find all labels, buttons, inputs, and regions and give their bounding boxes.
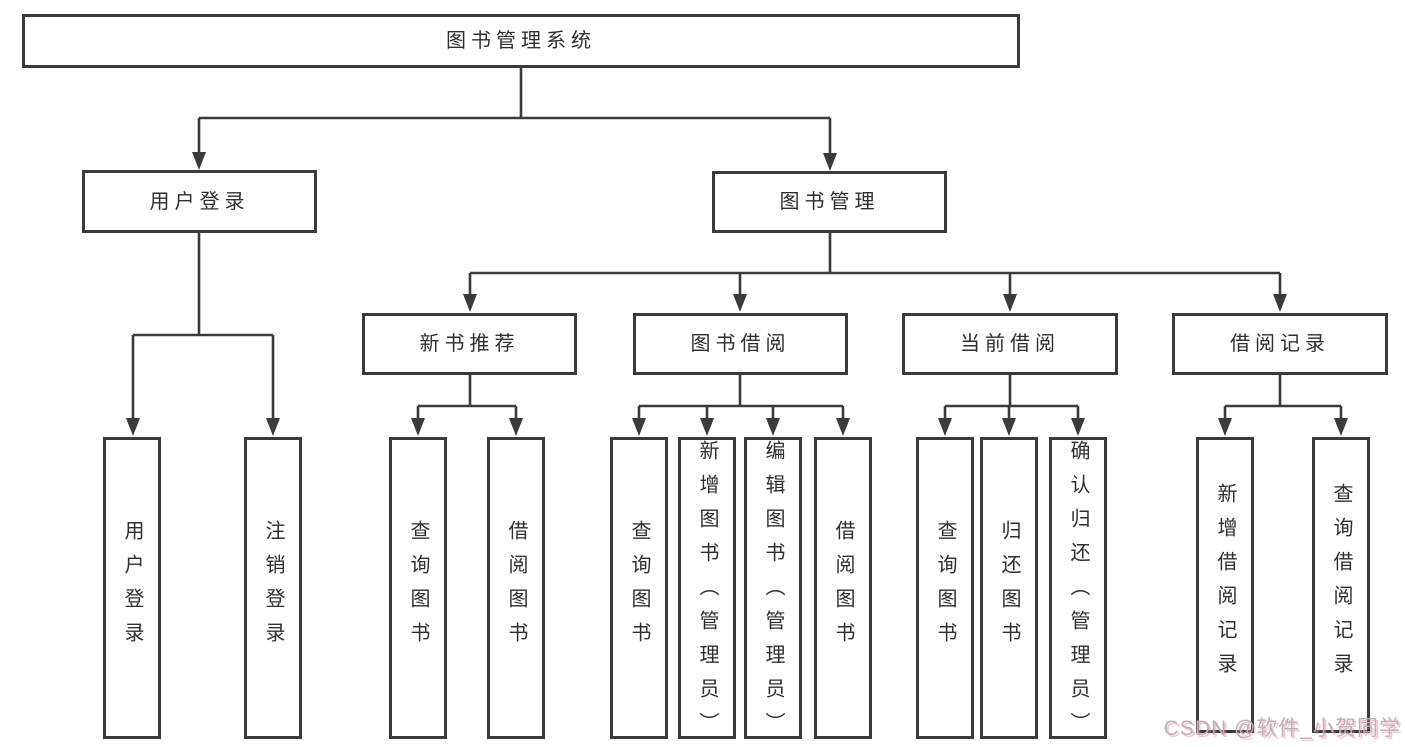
connector-book-mgmt-to-level3 [463,231,1287,312]
leaf-confirm-return-admin: 确认归还（管理员） [1049,437,1107,746]
arrowhead [766,418,780,436]
arrowhead [1334,418,1348,436]
node-root: 图书管理系统 [22,14,1020,68]
arrowhead [1003,294,1017,312]
leaf-label: 查询图书 [934,520,956,656]
node-book-borrow-label: 图书借阅 [690,333,791,355]
arrowhead [1071,418,1085,436]
leaf-label: 用户登录 [121,520,143,656]
leaf-add-borrow-record: 新增借阅记录 [1196,437,1254,733]
leaf-query-books-2: 查询图书 [610,437,668,739]
leaf-label: 编辑图书（管理员） [762,440,784,746]
leaf-label: 注销登录 [262,520,284,656]
leaf-logout: 注销登录 [244,437,302,739]
leaf-label: 查询图书 [407,520,429,656]
leaf-label: 借阅图书 [832,520,854,656]
leaf-query-books-1: 查询图书 [389,437,447,739]
node-new-books-label: 新书推荐 [419,333,520,355]
node-root-label: 图书管理系统 [446,30,596,52]
leaf-user-login: 用户登录 [103,437,161,739]
leaf-query-books-3: 查询图书 [916,437,974,739]
connector-book-borrow-children [632,373,850,436]
leaf-label: 确认归还（管理员） [1067,440,1089,746]
node-new-books: 新书推荐 [362,313,577,375]
arrowhead [938,418,952,436]
leaf-return-book: 归还图书 [980,437,1038,739]
arrowhead [733,294,747,312]
connector-new-books-children [411,373,523,436]
arrowhead [1002,418,1016,436]
node-book-mgmt: 图书管理 [712,171,947,233]
connector-borrow-records-children [1218,373,1348,436]
arrowhead [126,418,140,436]
leaf-add-book-admin: 新增图书（管理员） [678,437,736,746]
arrowhead [192,152,206,170]
leaf-borrow-books-1: 借阅图书 [487,437,545,739]
connector-user-login-children [126,231,280,436]
connector-root-to-level2 [192,67,837,171]
arrowhead [700,418,714,436]
arrowhead [1218,418,1232,436]
arrowhead [632,418,646,436]
watermark: CSDN @软件_小贺同学 [1163,717,1401,740]
arrowhead [509,418,523,436]
node-borrow-records: 借阅记录 [1172,313,1388,375]
leaf-label: 查询图书 [628,520,650,656]
arrowhead [411,418,425,436]
leaf-query-borrow-record: 查询借阅记录 [1312,437,1370,733]
node-user-login-label: 用户登录 [149,190,250,213]
arrowhead [836,418,850,436]
leaf-label: 新增图书（管理员） [696,440,718,746]
leaf-label: 归还图书 [998,520,1020,656]
node-user-login: 用户登录 [82,170,317,233]
leaf-label: 新增借阅记录 [1214,483,1236,687]
node-borrow-records-label: 借阅记录 [1230,333,1330,355]
arrowhead [823,153,837,171]
arrowhead [266,418,280,436]
arrowhead [1273,294,1287,312]
connector-current-borrow-children [938,372,1085,436]
arrowhead [463,294,477,312]
node-current-borrow-label: 当前借阅 [960,333,1060,355]
leaf-label: 查询借阅记录 [1330,483,1352,687]
node-book-borrow: 图书借阅 [633,313,848,375]
node-book-mgmt-label: 图书管理 [779,191,880,213]
leaf-label: 借阅图书 [505,520,527,656]
leaf-edit-book-admin: 编辑图书（管理员） [744,437,802,746]
node-current-borrow: 当前借阅 [902,313,1118,375]
leaf-borrow-books-2: 借阅图书 [814,437,872,739]
